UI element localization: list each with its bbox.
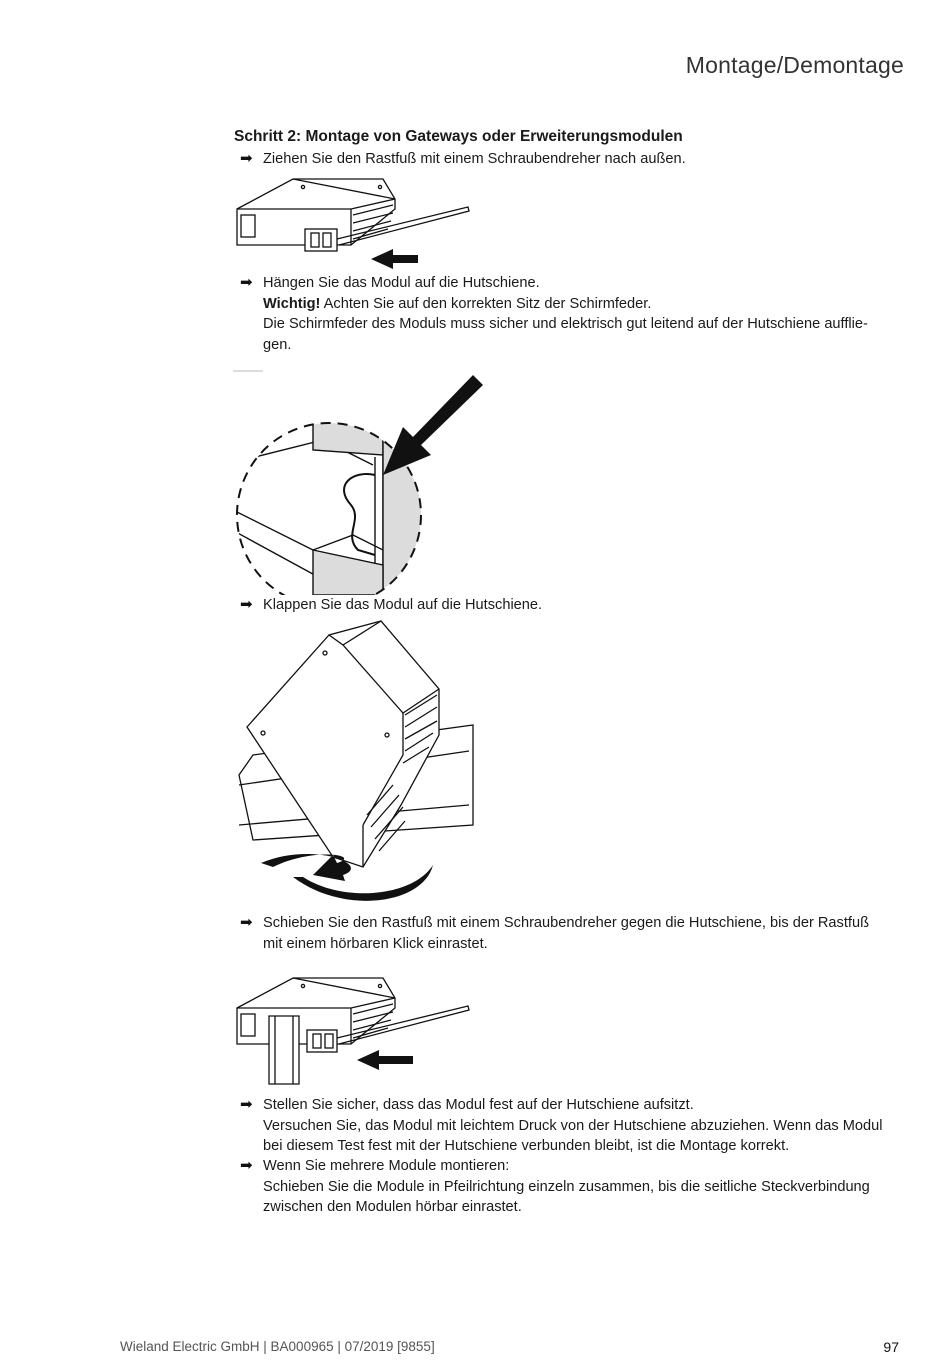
important-label: Wichtig! [263,295,321,312]
section-heading: Schritt 2: Montage von Gateways oder Erw… [234,128,683,145]
step-5-line-3: bei diesem Test fest mit der Hutschiene … [263,1138,790,1155]
step-6-line-1: Wenn Sie mehrere Module montieren: [263,1158,510,1175]
figure-shield-spring-detail [233,355,903,596]
instruction-step-3: ➡ Klappen Sie das Modul auf die Hutschie… [233,595,903,615]
figure-fold-module-onto-rail [233,615,903,913]
document-body: Schritt 2: Montage von Gateways oder Erw… [233,128,903,1218]
step-6-line-2: Schieben Sie die Module in Pfeilrichtung… [263,1178,870,1195]
step-4-line-1: Schieben Sie den Rastfuß mit einem Schra… [263,915,869,932]
step-1-line-1: Ziehen Sie den Rastfuß mit einem Schraub… [263,151,686,167]
figure-push-latch-in [233,954,903,1089]
figure-pull-latch-out [233,169,903,273]
step-2-line-2: Wichtig! Achten Sie auf den korrekten Si… [263,294,903,314]
step-6-line-3: zwischen den Modulen hörbar einrastet. [263,1199,522,1216]
page-footer: Wieland Electric GmbH | BA000965 | 07/20… [120,1339,435,1354]
step-2-line-4: gen. [263,336,292,353]
module-fold-onto-rail-illustration [238,620,474,902]
step-2-line-2-text: Achten Sie auf den korrekten Sitz der Sc… [323,295,652,312]
instruction-step-6: ➡ Wenn Sie mehrere Module montieren: Sch… [233,1156,903,1217]
shield-spring-detail-illustration [233,370,483,596]
module-latch-out-illustration [236,178,470,270]
arrow-right-icon: ➡ [240,150,253,167]
module-latch-in-illustration [236,977,470,1085]
step-2-line-3: Die Schirmfeder des Moduls muss sicher u… [263,316,868,333]
step-2-line-1: Hängen Sie das Modul auf die Hutschiene. [263,275,540,292]
step-5-line-1: Stellen Sie sicher, dass das Modul fest … [263,1097,694,1114]
arrow-right-icon: ➡ [240,914,253,932]
instruction-step-1: ➡ Ziehen Sie den Rastfuß mit einem Schra… [233,149,903,169]
arrow-right-icon: ➡ [240,596,253,614]
page-header-title: Montage/Demontage [685,52,904,78]
instruction-step-2: ➡ Hängen Sie das Modul auf die Hutschien… [233,273,903,355]
step-4-line-2: mit einem hörbaren Klick einrastet. [263,935,488,952]
instruction-step-4: ➡ Schieben Sie den Rastfuß mit einem Sch… [233,913,903,954]
step-5-line-2: Versuchen Sie, das Modul mit leichtem Dr… [263,1117,883,1134]
arrow-right-icon: ➡ [240,1157,253,1175]
page-number: 97 [883,1339,899,1355]
instruction-step-5: ➡ Stellen Sie sicher, dass das Modul fes… [233,1095,903,1156]
step-3-line-1: Klappen Sie das Modul auf die Hutschiene… [263,597,543,614]
arrow-right-icon: ➡ [240,274,253,292]
arrow-right-icon: ➡ [240,1096,253,1114]
